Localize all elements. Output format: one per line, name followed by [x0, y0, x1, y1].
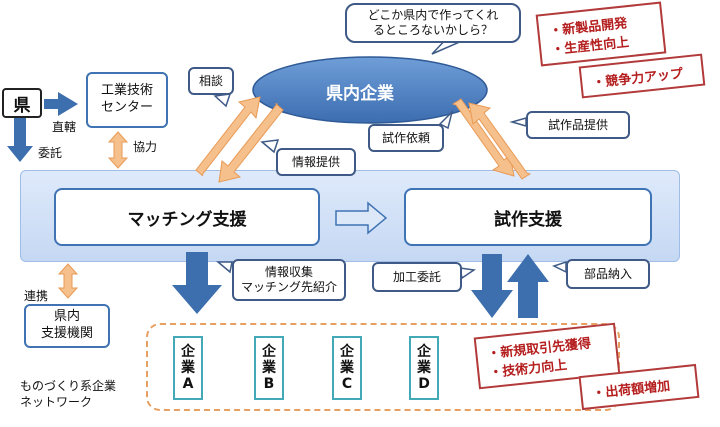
label-renkei: 連携: [24, 289, 49, 303]
callout-shisakuhin-teikyo: 試作品提供: [526, 111, 630, 139]
prefecture-companies-label: 県内企業: [326, 84, 394, 104]
network-label: ものづくり系企業 ネットワーク: [20, 378, 116, 410]
arrow-renkei: [57, 263, 79, 299]
joho-shushu-line2: マッチング先紹介: [240, 280, 337, 294]
partner-org-box: 県内 支援機関: [24, 304, 110, 348]
arrow-matching-to-prototype: [335, 201, 388, 235]
ken-box: 県: [2, 88, 42, 118]
sodan-text: 相談: [198, 73, 223, 88]
thought-bubble: どこか県内で作ってくれ るところないかしら？: [345, 3, 521, 43]
ellipse-prefecture-companies: [252, 56, 488, 124]
ken-label: 県: [13, 95, 31, 116]
prototype-label: 試作支援: [494, 209, 562, 230]
joho-teikyo-text: 情報提供: [291, 154, 340, 169]
arrow-sodan: [195, 96, 261, 177]
label-itaku: 委託: [38, 146, 63, 160]
arrow-matching-down: [172, 252, 222, 314]
callout-sodan: 相談: [188, 67, 234, 95]
partner-line1: 県内: [53, 309, 80, 325]
callout-kako-itaku: 加工委託: [372, 262, 462, 292]
joho-shushu-line1: 情報収集: [264, 265, 313, 279]
ribbon-bottom-line3: ・出荷額増加: [591, 378, 671, 402]
arrow-joho-teikyo: [218, 103, 284, 183]
arrow-ken-down: [7, 116, 33, 162]
callout-shisaku-irai: 試作依頼: [368, 124, 444, 152]
thought-line1: どこか県内で作ってくれ: [367, 8, 499, 22]
callout-buhin-nonyu: 部品納入: [566, 259, 650, 289]
network-line1: ものづくり系企業: [20, 379, 117, 393]
center-line1: 工業技術: [100, 83, 153, 99]
matching-label: マッチング支援: [127, 209, 247, 230]
arrow-kyoryoku: [107, 131, 129, 169]
label-kyoryoku: 協力: [133, 140, 158, 154]
arrow-shisakuhin-teikyo: [468, 102, 532, 180]
callout-joho-teikyo: 情報提供: [276, 148, 356, 176]
network-line2: ネットワーク: [20, 395, 93, 410]
callout-joho-shushu: 情報収集 マッチング先紹介: [232, 259, 346, 301]
shisaku-irai-text: 試作依頼: [381, 130, 430, 145]
arrow-prototype-down: [471, 254, 513, 318]
matching-support-box: マッチング支援: [54, 188, 320, 246]
buhin-nonyu-text: 部品納入: [583, 266, 632, 281]
center-line2: センター: [100, 100, 153, 115]
ribbon-top-line3: ・競争力アップ: [591, 66, 684, 91]
partner-line2: 支援機関: [40, 326, 93, 341]
shisakuhin-teikyo-text: 試作品提供: [547, 117, 608, 132]
kako-itaku-text: 加工委託: [392, 269, 441, 284]
thought-line2: るところないかしら？: [372, 23, 493, 37]
arrow-prototype-up: [507, 254, 549, 318]
prototype-support-box: 試作支援: [404, 188, 652, 246]
label-chokkatsu: 直轄: [52, 120, 77, 134]
arrow-ken-to-center: [44, 92, 78, 116]
industrial-tech-center: 工業技術 センター: [86, 72, 168, 128]
